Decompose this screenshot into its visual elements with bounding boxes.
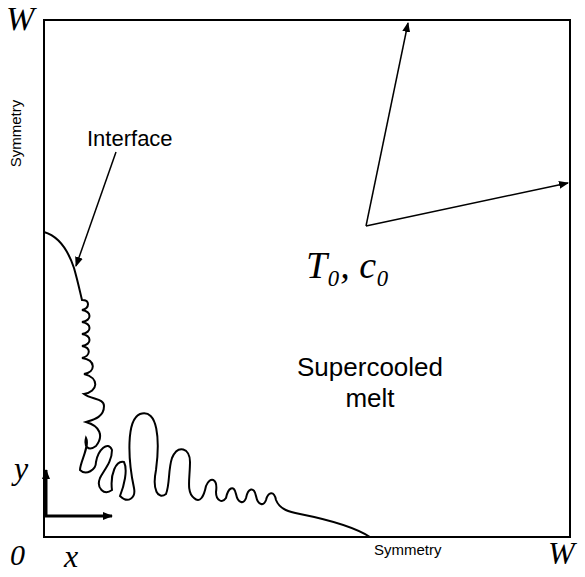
boundary-label: Symmetry bbox=[8, 100, 23, 168]
direction-arrow bbox=[366, 183, 568, 226]
initial-condition: T₀, c₀ bbox=[306, 246, 389, 284]
y-axis-arrow bbox=[45, 470, 48, 516]
domain-box bbox=[44, 20, 570, 537]
direction-arrow bbox=[366, 23, 408, 226]
interface-label: Interface bbox=[87, 128, 173, 150]
leader-line bbox=[76, 152, 116, 266]
region-label: Supercooled melt bbox=[270, 352, 470, 414]
x-axis-arrow bbox=[44, 515, 112, 518]
axis-label: x bbox=[64, 540, 78, 572]
boundary-label: Symmetry bbox=[374, 542, 442, 557]
axis-label: y bbox=[14, 452, 28, 484]
corner-mark: W bbox=[548, 537, 575, 569]
origin-label: 0 bbox=[10, 540, 25, 570]
corner-mark: W bbox=[6, 2, 34, 36]
